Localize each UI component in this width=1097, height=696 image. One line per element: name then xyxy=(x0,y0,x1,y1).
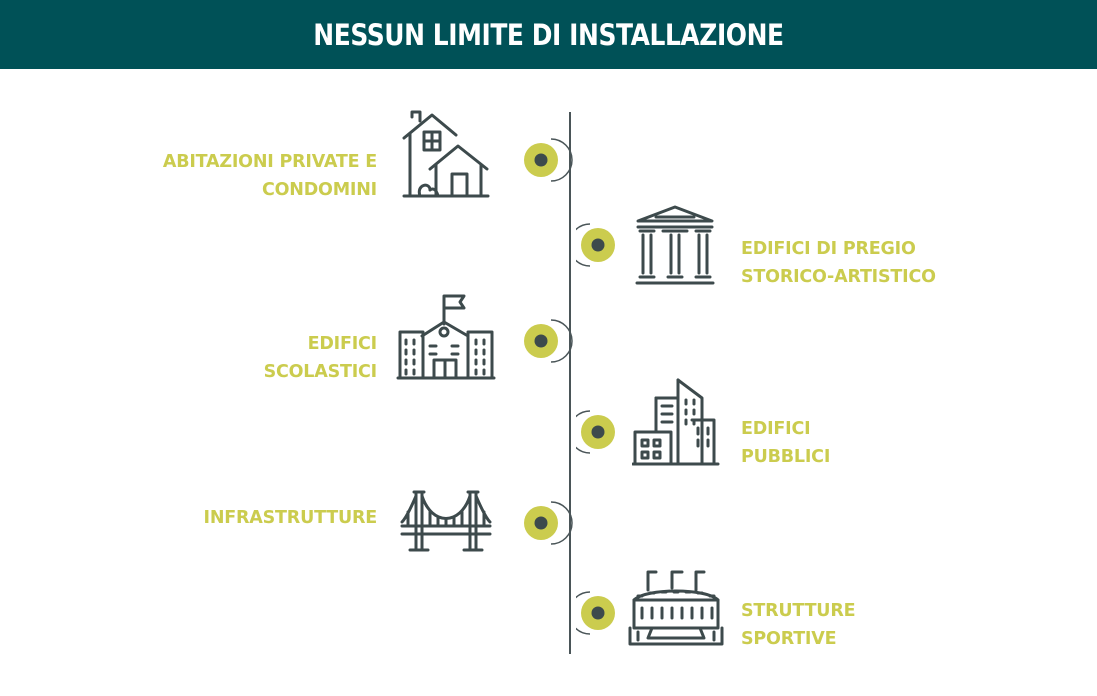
buildings-icon xyxy=(632,378,720,468)
item-label-abitazioni: ABITAZIONI PRIVATE E CONDOMINI xyxy=(162,152,377,200)
timeline-line xyxy=(569,112,571,654)
timeline-node xyxy=(520,136,582,184)
timeline-node xyxy=(576,589,638,637)
timeline-node xyxy=(576,221,638,269)
page-title: NESSUN LIMITE DI INSTALLAZIONE xyxy=(313,17,784,52)
item-label-scolastici: EDIFICI SCOLASTICI xyxy=(263,334,378,382)
item-label-sportive: STRUTTURE SPORTIVE xyxy=(741,601,856,649)
timeline-node xyxy=(520,317,582,365)
bridge-icon xyxy=(400,488,492,556)
item-label-pubblici: EDIFICI PUBBLICI xyxy=(741,419,831,467)
school-icon xyxy=(396,294,496,382)
item-label-infrastrutture: INFRASTRUTTURE xyxy=(203,508,378,528)
temple-icon xyxy=(634,204,716,288)
timeline-node xyxy=(576,408,638,456)
item-label-pregio: EDIFICI DI PREGIO STORICO-ARTISTICO xyxy=(741,239,936,287)
stadium-icon xyxy=(626,568,726,650)
house-icon xyxy=(400,110,492,202)
timeline-node xyxy=(520,499,582,547)
header-banner: NESSUN LIMITE DI INSTALLAZIONE xyxy=(0,0,1097,69)
